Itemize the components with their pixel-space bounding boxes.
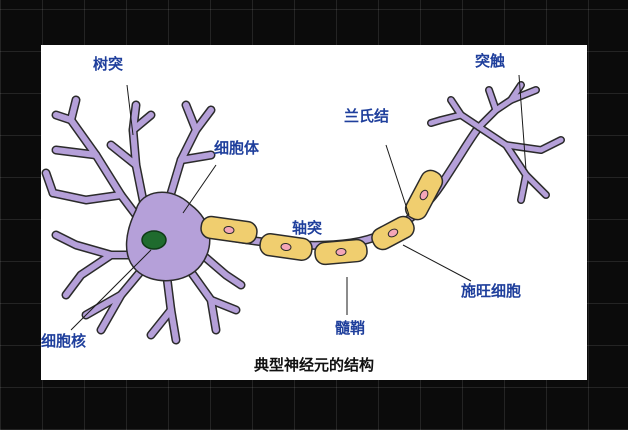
myelin-segment bbox=[371, 215, 415, 251]
nucleus bbox=[141, 230, 167, 250]
label-myelin-sheath: 髓鞘 bbox=[335, 319, 366, 337]
myelin-segment bbox=[200, 215, 258, 245]
myelin-segment bbox=[404, 169, 444, 221]
myelin-segment bbox=[314, 238, 368, 266]
leader-lines bbox=[70, 74, 527, 331]
label-node-of-ranvier: 兰氏结 bbox=[344, 107, 390, 125]
label-synapse: 突触 bbox=[475, 52, 506, 70]
myelin-segment bbox=[259, 233, 313, 261]
myelin-segments bbox=[200, 169, 444, 266]
neuron-diagram bbox=[41, 74, 565, 345]
axon-terminals bbox=[427, 81, 565, 204]
cell-body bbox=[125, 191, 211, 282]
diagram-panel: 树突 突触 兰氏结 细胞体 轴突 细胞核 髓鞘 施旺细胞 典型神经元的结构 bbox=[41, 45, 587, 380]
label-schwann-cell: 施旺细胞 bbox=[461, 282, 522, 300]
label-nucleus: 细胞核 bbox=[41, 332, 87, 350]
diagram-title: 典型神经元的结构 bbox=[253, 356, 374, 374]
label-dendrite: 树突 bbox=[93, 55, 124, 73]
label-axon: 轴突 bbox=[292, 219, 323, 237]
label-cell-body: 细胞体 bbox=[214, 139, 260, 157]
